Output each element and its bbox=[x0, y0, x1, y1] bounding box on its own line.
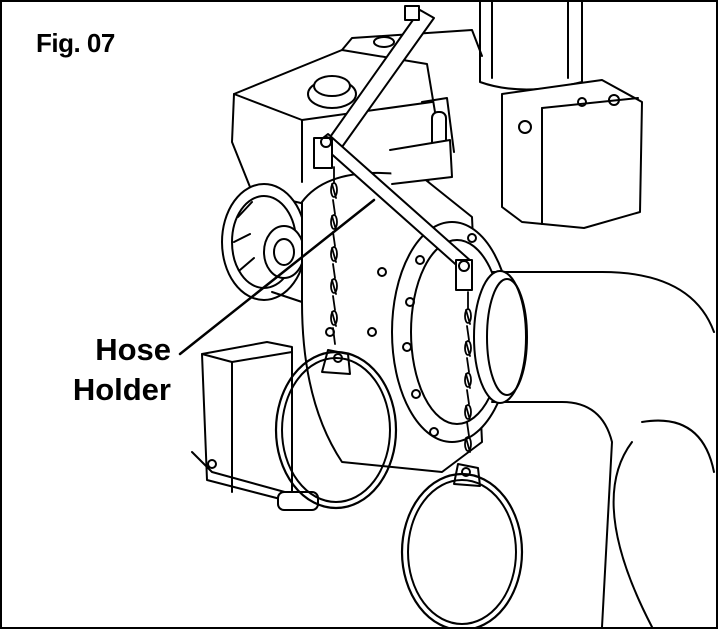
hose-ring-right bbox=[400, 463, 524, 627]
callout-leader-line bbox=[178, 198, 376, 356]
base-skid bbox=[191, 341, 319, 511]
hose-holder-chains bbox=[330, 166, 472, 453]
rear-housing bbox=[501, 79, 643, 229]
figure-label: Fig. 07 bbox=[36, 28, 115, 58]
hose-holder-bracket bbox=[313, 5, 473, 291]
hose-ring-left bbox=[274, 349, 398, 510]
exhaust-stack bbox=[479, 2, 583, 91]
discharge-pipe bbox=[473, 270, 715, 627]
hose-holder-callout: Hose Holder bbox=[73, 330, 171, 410]
callout-line-1: Hose bbox=[95, 332, 171, 367]
callout-line-2: Holder bbox=[72, 372, 171, 407]
